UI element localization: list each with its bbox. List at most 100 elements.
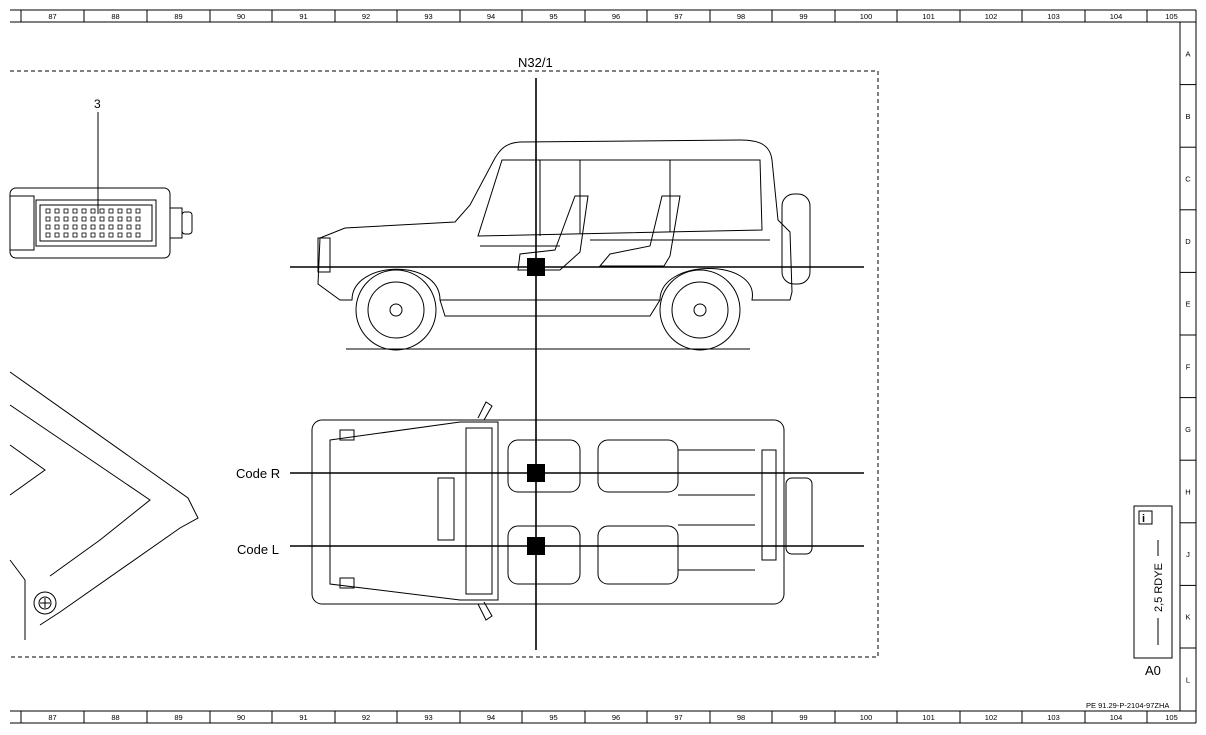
marker-code-r xyxy=(527,464,545,482)
grid-column-label: 94 xyxy=(487,12,495,21)
connector-pin xyxy=(135,216,141,222)
connector-pin xyxy=(54,216,60,222)
grid-column-label: 104 xyxy=(1110,12,1123,21)
grid-column-label: 87 xyxy=(48,713,56,722)
location-markers xyxy=(527,258,545,555)
connector-pin xyxy=(72,216,78,222)
connector-pin xyxy=(72,208,78,214)
control-unit xyxy=(9,371,199,640)
connector-pin xyxy=(45,208,51,214)
connector-pin xyxy=(108,224,114,230)
grid-column-label: 100 xyxy=(860,713,873,722)
grid-row-label: C xyxy=(1185,175,1191,184)
wire-spec: 2,5 RDYE xyxy=(1153,563,1165,612)
grid-column-label: 105 xyxy=(1165,713,1178,722)
grid-column-label: 95 xyxy=(549,12,557,21)
grid-column-label: 97 xyxy=(674,713,682,722)
connector-pins xyxy=(45,208,141,238)
grid-column-label: 104 xyxy=(1110,713,1123,722)
connector-pin xyxy=(126,216,132,222)
connector-pin xyxy=(108,208,114,214)
connector-pin xyxy=(45,232,51,238)
position-lines xyxy=(290,78,864,650)
grid-column-label: 88 xyxy=(111,12,119,21)
connector-pin xyxy=(63,224,69,230)
wire-legend: i 2,5 RDYE A0 xyxy=(1133,505,1173,678)
info-icon xyxy=(1138,510,1153,525)
grid-column-label: 103 xyxy=(1047,713,1060,722)
connector-pin xyxy=(81,232,87,238)
connector-pin xyxy=(126,208,132,214)
grid-column-label: 105 xyxy=(1165,12,1178,21)
callout-3: 3 xyxy=(94,97,101,111)
connector-housing xyxy=(9,112,193,259)
marker-code-l xyxy=(527,537,545,555)
connector-pin xyxy=(135,224,141,230)
connector-pin xyxy=(99,208,105,214)
grid-column-label: 93 xyxy=(424,12,432,21)
grid-column-label: 89 xyxy=(174,713,182,722)
connector-pin xyxy=(72,232,78,238)
marker-side-view xyxy=(527,258,545,276)
connector-pin xyxy=(135,208,141,214)
grid-row-label: G xyxy=(1185,425,1191,434)
grid-column-label: 89 xyxy=(174,12,182,21)
grid-column-label: 96 xyxy=(612,713,620,722)
code-r-label: Code R xyxy=(236,466,280,481)
vehicle-side-view xyxy=(317,139,811,351)
connector-pin xyxy=(45,224,51,230)
connector-pin xyxy=(135,232,141,238)
connector-pin xyxy=(90,224,96,230)
grid-column-label: 98 xyxy=(737,713,745,722)
grid-row-label: E xyxy=(1185,300,1190,309)
grid-column-label: 103 xyxy=(1047,12,1060,21)
code-l-label: Code L xyxy=(237,542,279,557)
grid-column-label: 99 xyxy=(799,12,807,21)
connector-pin xyxy=(126,232,132,238)
connector-pin xyxy=(81,224,87,230)
detail-boundary xyxy=(10,70,879,658)
grid-row-label: A xyxy=(1185,49,1190,58)
grid-column-label: 93 xyxy=(424,713,432,722)
grid-row-label: J xyxy=(1186,550,1190,559)
connector-pin xyxy=(72,224,78,230)
component-label: N32/1 xyxy=(518,55,553,70)
grid-column-label: 91 xyxy=(299,12,307,21)
vehicle-top-view xyxy=(311,401,813,621)
grid-column-label: 90 xyxy=(237,713,245,722)
grid-column-label: 95 xyxy=(549,713,557,722)
grid-column-label: 87 xyxy=(48,12,56,21)
grid-column-label: 102 xyxy=(985,12,998,21)
grid-row-label: D xyxy=(1185,237,1191,246)
connector-pin xyxy=(99,232,105,238)
connector-pin xyxy=(117,208,123,214)
connector-pin xyxy=(63,208,69,214)
grid-column-label: 96 xyxy=(612,12,620,21)
connector-pin xyxy=(126,224,132,230)
connector-pin xyxy=(63,232,69,238)
grid-row-label: K xyxy=(1185,613,1190,622)
connector-pin xyxy=(99,216,105,222)
grid-column-label: 94 xyxy=(487,713,495,722)
connector-pin xyxy=(108,232,114,238)
grid-row-label: L xyxy=(1186,675,1190,684)
grid-row-label: H xyxy=(1185,488,1190,497)
connector-pin xyxy=(54,232,60,238)
connector-pin xyxy=(99,224,105,230)
grid-column-label: 101 xyxy=(922,12,935,21)
document-reference: PE 91.29-P-2104-97ZHA xyxy=(1086,701,1169,710)
grid-column-label: 100 xyxy=(860,12,873,21)
grid-column-label: 92 xyxy=(362,713,370,722)
grid-column-label: 101 xyxy=(922,713,935,722)
connector-pin xyxy=(108,216,114,222)
connector-pin xyxy=(81,208,87,214)
connector-pin xyxy=(54,208,60,214)
connector-pin xyxy=(117,232,123,238)
grid-column-label: 92 xyxy=(362,12,370,21)
connector-pin xyxy=(81,216,87,222)
frame xyxy=(10,9,1197,724)
grid-column-label: 97 xyxy=(674,12,682,21)
